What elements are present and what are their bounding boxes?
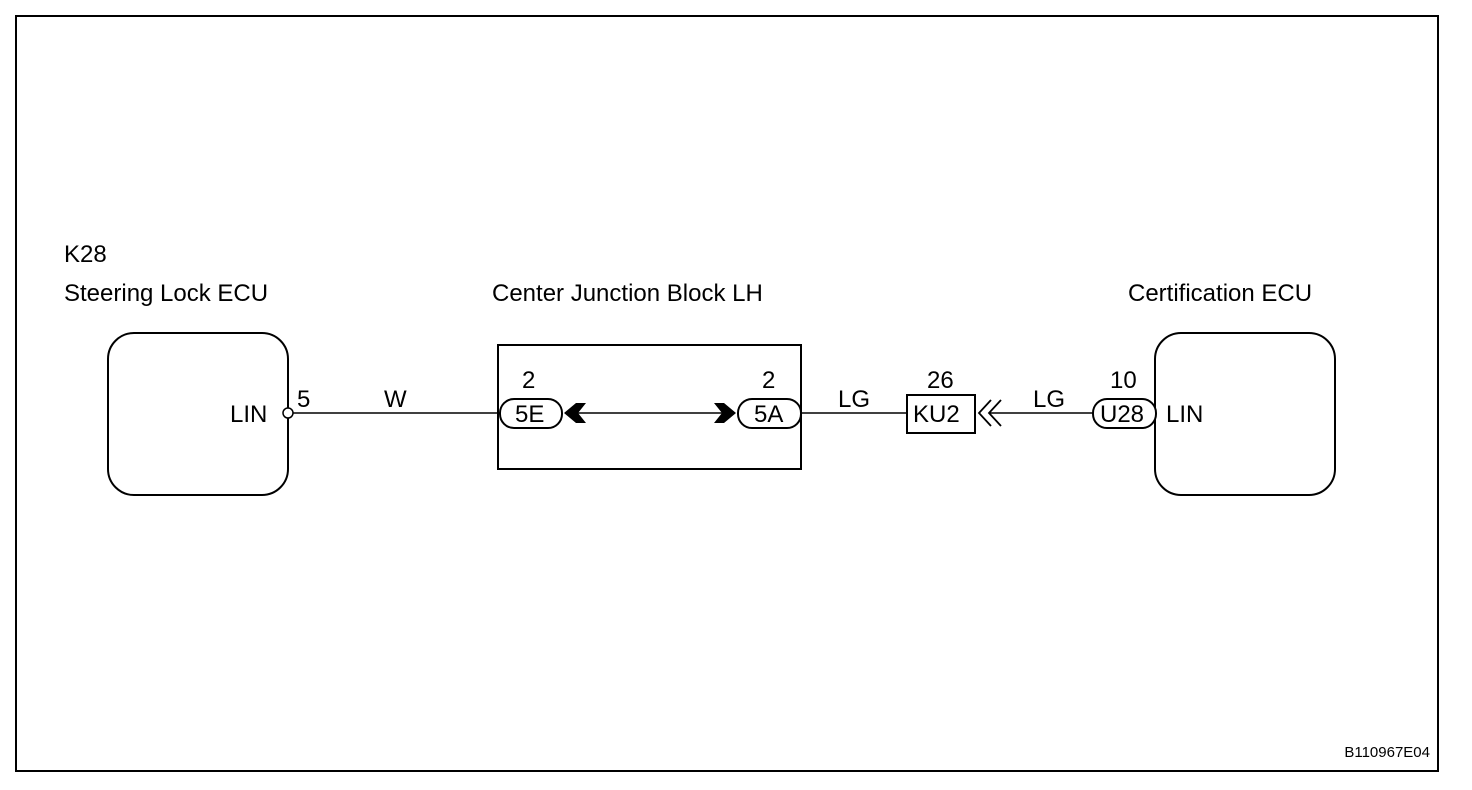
center-junction-block-box <box>497 344 802 470</box>
steering-lock-ecu-terminal <box>282 407 294 419</box>
connector-5e-body <box>499 398 563 429</box>
certification-ecu-pin-label: LIN <box>1166 401 1203 428</box>
wire-lg-1-color: LG <box>838 386 870 413</box>
connector-u28-body <box>1092 398 1157 429</box>
diagram-frame <box>15 15 1439 772</box>
connector-ku2-id: KU2 <box>913 401 960 428</box>
wire-w-color: W <box>384 386 407 413</box>
connector-u28-id: U28 <box>1100 401 1144 428</box>
figure-code: B110967E04 <box>1344 744 1430 761</box>
connector-ku2-pin: 26 <box>927 367 954 394</box>
connector-ku2-body <box>906 394 976 434</box>
wire-lg-2-color: LG <box>1033 386 1065 413</box>
center-junction-block-name: Center Junction Block LH <box>492 280 763 307</box>
steering-lock-ecu-pin-label: LIN <box>230 401 267 428</box>
steering-lock-ecu-name: Steering Lock ECU <box>64 280 268 307</box>
connector-5a-pin: 2 <box>762 367 775 394</box>
connector-5e-id: 5E <box>515 401 544 428</box>
certification-ecu-name: Certification ECU <box>1128 280 1312 307</box>
steering-lock-ecu-code: K28 <box>64 241 107 268</box>
steering-lock-ecu-pin-number: 5 <box>297 386 310 413</box>
connector-5e-arrow <box>564 403 586 423</box>
connector-u28-pin: 10 <box>1110 367 1137 394</box>
connector-5a-id: 5A <box>754 401 783 428</box>
connector-5e-pin: 2 <box>522 367 535 394</box>
connector-5a-arrow <box>714 403 736 423</box>
connector-ku2-chevron-1 <box>977 399 992 427</box>
